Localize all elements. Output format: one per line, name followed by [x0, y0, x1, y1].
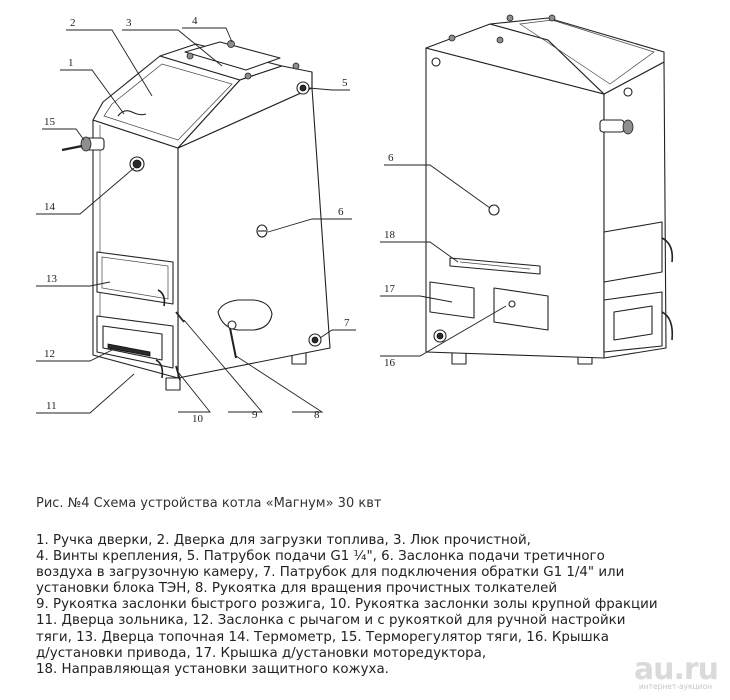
legend-line: д/установки привода, 17. Крышка д/устано… [36, 645, 487, 661]
draft-regulator [61, 136, 105, 152]
legend-line: 18. Направляющая установки защитного кож… [36, 661, 389, 677]
legend-line: установки блока ТЭН, 8. Рукоятка для вра… [36, 581, 558, 597]
motor-gear-cover [429, 281, 475, 319]
legend-line: 11. Дверца зольника, 12. Заслонка с рыча… [36, 613, 626, 629]
rear-draft-regulator [599, 119, 634, 135]
ash-door-handle [155, 359, 164, 379]
watermark-subtitle: интернет-аукцион [638, 682, 712, 691]
boiler-diagram: 2 3 4 1 5 15 14 6 13 7 12 11 10 9 8 6 18… [36, 14, 674, 425]
callout-1: 1 [68, 57, 74, 69]
callout-7: 7 [344, 317, 350, 329]
callout-9: 9 [252, 409, 258, 421]
cleaning-recess [217, 299, 273, 331]
callout-17: 17 [384, 283, 396, 295]
callout-12: 12 [44, 348, 55, 360]
callout-6-rear: 6 [388, 152, 394, 164]
parts-legend: 1. Ручка дверки, 2. Дверка для загрузки … [36, 533, 716, 678]
screw [496, 36, 504, 44]
screw [506, 14, 514, 22]
rear-combustion-door [603, 221, 663, 283]
watermark: au.ru интернет-аукцион [598, 652, 719, 692]
callout-11: 11 [46, 400, 57, 412]
rear-callout-leaders [380, 164, 507, 357]
boiler-front-view [61, 40, 331, 391]
front-callout-leaders [36, 27, 356, 414]
legend-line: воздуха в загрузочную камеру, 7. Патрубо… [36, 565, 625, 581]
leg [165, 377, 181, 391]
drive-cover [493, 287, 549, 331]
coarse-ash-handle [175, 365, 181, 381]
figure-caption: Рис. №4 Схема устройства котла «Магнум» … [36, 496, 382, 511]
door-handle [117, 110, 147, 117]
callout-6: 6 [338, 206, 344, 218]
screw [244, 72, 252, 80]
screw [448, 34, 456, 42]
callout-3: 3 [126, 17, 132, 29]
callout-5: 5 [342, 77, 348, 89]
legend-line: 4. Винты крепления, 5. Патрубок подачи G… [36, 549, 605, 565]
fast-ignition-handle [175, 311, 185, 323]
callout-labels: 2 3 4 1 5 15 14 6 13 7 12 11 10 9 8 6 18… [44, 15, 396, 425]
callout-16: 16 [384, 357, 396, 369]
screw [186, 52, 194, 60]
screw [548, 14, 556, 22]
screw [292, 62, 300, 70]
legend-line: 9. Рукоятка заслонки быстрого розжига, 1… [36, 597, 658, 613]
callout-2: 2 [70, 17, 76, 29]
callout-8: 8 [314, 409, 320, 421]
callout-13: 13 [46, 273, 58, 285]
cleaning-hatch [184, 41, 281, 71]
combustion-door-handle [157, 289, 166, 307]
screw [227, 40, 235, 48]
callout-15: 15 [44, 116, 56, 128]
callout-4: 4 [192, 15, 198, 27]
callout-10: 10 [192, 413, 204, 425]
legend-line: 1. Ручка дверки, 2. Дверка для загрузки … [36, 533, 531, 548]
rear-top-slope [489, 17, 665, 95]
boiler-rear-view [425, 14, 674, 365]
legend-line: тяги, 13. Дверца топочная 14. Термометр,… [36, 629, 609, 645]
rear-air-damper [488, 204, 500, 216]
watermark-logo: au.ru [633, 652, 719, 687]
callout-18: 18 [384, 229, 396, 241]
combustion-door [96, 251, 174, 305]
callout-14: 14 [44, 201, 56, 213]
guide-rail [449, 257, 541, 275]
